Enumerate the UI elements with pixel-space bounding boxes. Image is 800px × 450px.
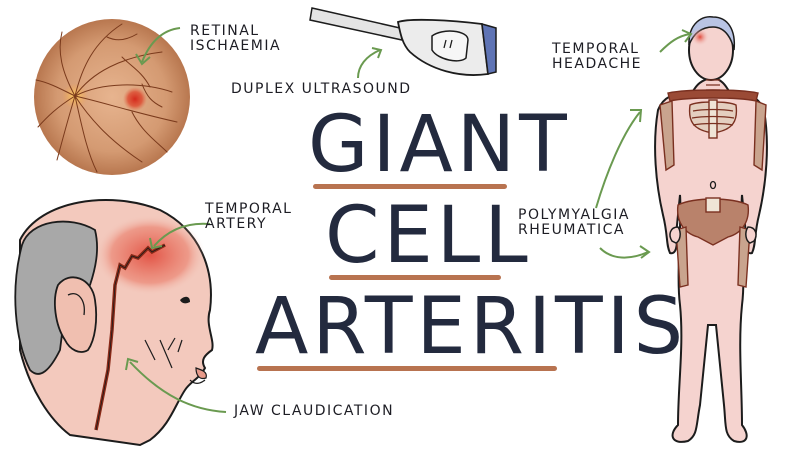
human-body-skeleton-illustration [654,15,768,443]
label-jaw-claudication: JAW CLAUDICATION [234,403,395,419]
label-temporal-headache: TEMPORAL HEADACHE [552,42,642,72]
arrow-temporal-headache [659,29,693,53]
arrow-polymyalgia-hip [599,245,651,259]
elderly-head-profile-illustration [14,199,214,447]
arrow-retinal-ischaemia [135,27,181,66]
label-temporal-headache-line1: TEMPORAL [552,41,640,57]
title-underline-giant [313,184,507,189]
arrow-jaw-claudication [125,357,227,413]
title-line-giant: GIANT [308,100,571,190]
label-polymyalgia-rheumatica-line2: RHEUMATICA [518,222,625,238]
title-line-arteritis: ARTERITIS [255,282,688,372]
label-temporal-artery-line2: ARTERY [205,216,268,232]
label-retinal-ischaemia: RETINAL ISCHAEMIA [190,24,281,54]
label-retinal-ischaemia-line2: ISCHAEMIA [190,38,282,54]
label-polymyalgia-rheumatica-line1: POLYMYALGIA [518,207,630,223]
label-temporal-headache-line2: HEADACHE [552,56,642,72]
label-retinal-ischaemia-line1: RETINAL [190,23,260,39]
title-underline-arteritis [257,366,557,371]
label-temporal-artery: TEMPORAL ARTERY [205,202,292,232]
arrow-duplex-ultrasound [357,47,383,79]
ultrasound-probe-illustration [309,7,497,76]
label-temporal-artery-line1: TEMPORAL [205,201,293,217]
label-polymyalgia-rheumatica: POLYMYALGIA RHEUMATICA [518,208,630,238]
arrow-temporal-artery [149,222,211,250]
label-duplex-ultrasound: DUPLEX ULTRASOUND [231,81,412,97]
title-line-cell: CELL [325,191,532,281]
arrow-polymyalgia-shoulder [595,109,643,209]
retina-fundus-illustration [34,19,190,175]
title-underline-cell [329,275,501,280]
